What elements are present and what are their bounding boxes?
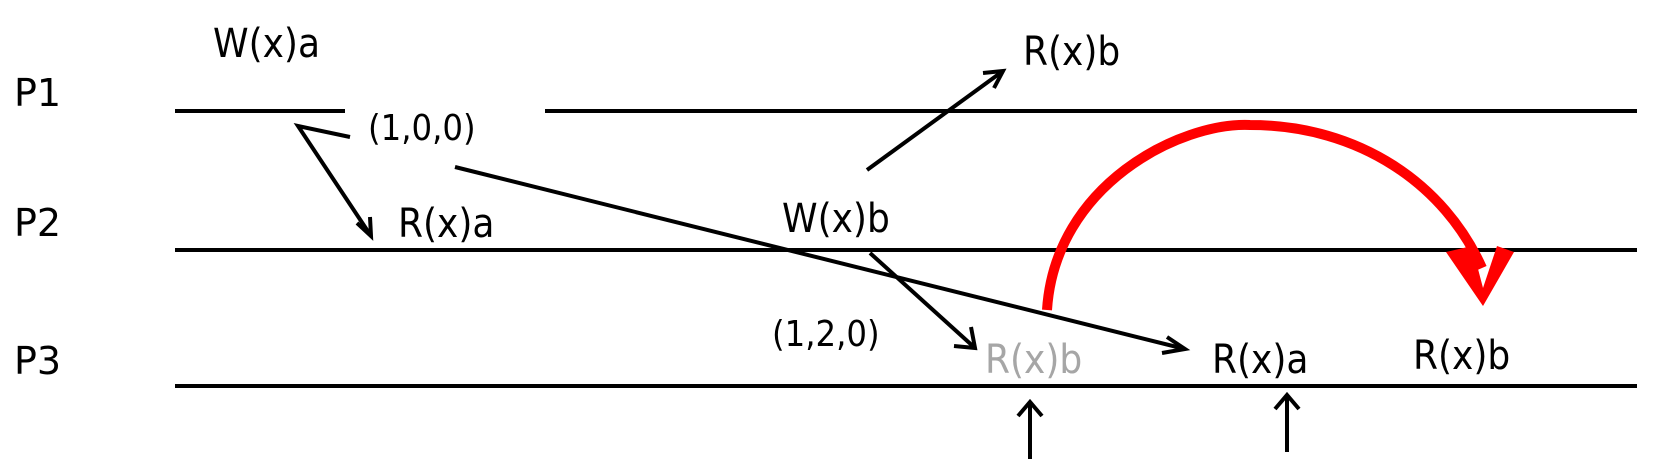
arrowhead-p2-to-p3-b <box>953 326 978 351</box>
reorder-arc-arrowhead <box>1446 246 1514 306</box>
op-p1-write-a: W(x)a <box>213 21 320 67</box>
process-label-p3: P3 <box>14 339 61 383</box>
op-p3-read-b: R(x)b <box>1413 333 1510 379</box>
op-p3-read-a: R(x)a <box>1212 337 1308 383</box>
up-arrow-marker-1-head <box>1016 398 1044 418</box>
reorder-arc <box>1042 119 1487 311</box>
op-p1-read-b: R(x)b <box>1023 29 1120 75</box>
vector-clock-p1-write-a: (1,0,0) <box>368 108 476 149</box>
vector-clock-p2-write-b: (1,2,0) <box>772 314 880 355</box>
message-arrow-p1-to-p3-a <box>454 165 1186 351</box>
process-label-p1: P1 <box>14 71 61 115</box>
process-label-p2: P2 <box>14 201 61 245</box>
op-p2-write-b: W(x)b <box>782 196 890 242</box>
message-arrow-p2-to-p1-b <box>865 69 1005 172</box>
arrowhead-p2-to-p1-b <box>982 68 1007 89</box>
op-p2-read-a: R(x)a <box>398 201 494 247</box>
message-arrow-p1-to-p2-a <box>293 123 373 238</box>
arrowhead-p1-to-p3-a <box>1161 335 1191 355</box>
arrowhead-p1-to-p2-a <box>355 216 374 241</box>
message-arrow-p2-to-p3-b <box>868 251 977 350</box>
up-arrow-marker-2-head <box>1273 391 1301 411</box>
op-p3-read-b-delayed: R(x)b <box>985 337 1082 383</box>
